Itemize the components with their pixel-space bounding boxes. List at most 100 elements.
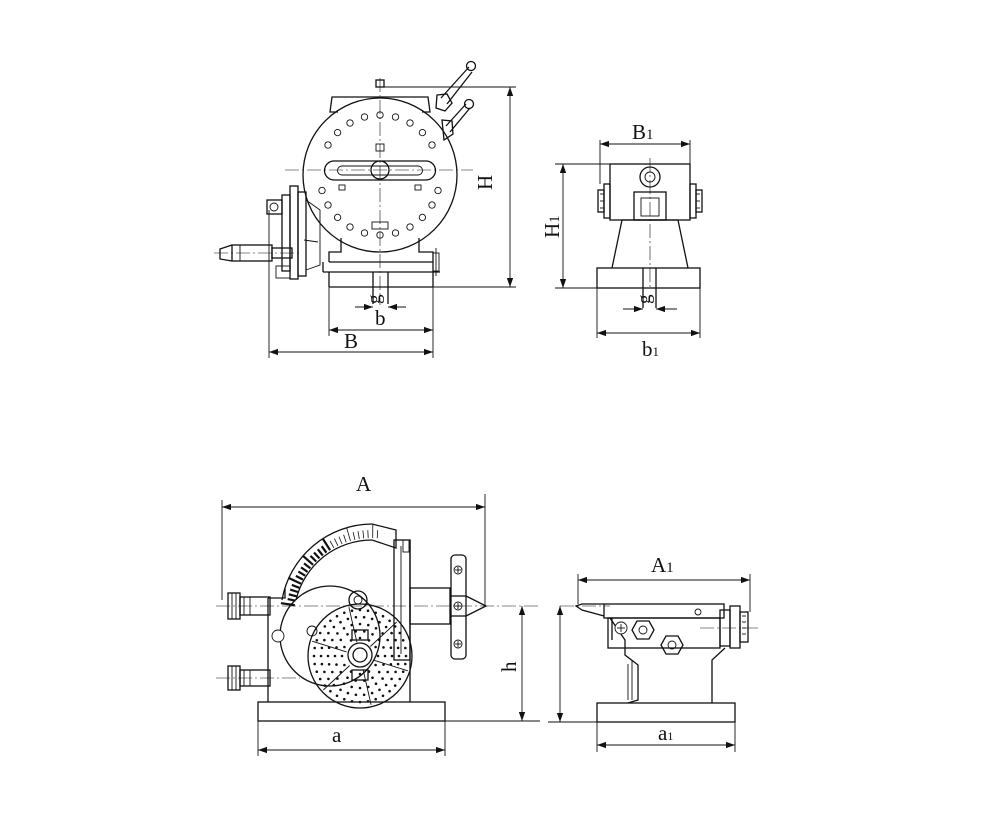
- index-dot: [318, 631, 322, 635]
- index-dot: [346, 676, 349, 679]
- scale-tick: [376, 530, 379, 539]
- plate-section-line: [322, 665, 351, 691]
- dimension-B-label: B: [344, 329, 358, 353]
- index-dot: [388, 689, 391, 693]
- index-dot: [327, 631, 330, 635]
- scale-tick: [291, 583, 300, 589]
- index-dot: [313, 662, 317, 666]
- index-dot: [318, 677, 322, 681]
- side-index-plate: [307, 603, 413, 709]
- index-dot: [343, 663, 346, 667]
- index-dot: [393, 684, 397, 687]
- index-dot: [339, 638, 343, 642]
- index-dot: [339, 688, 342, 692]
- index-dot: [381, 694, 385, 698]
- dimension-H1-label: H1: [540, 215, 564, 238]
- index-dot: [362, 693, 366, 697]
- dimension-g2-label: g: [634, 294, 655, 304]
- dimension-h-label: h: [497, 661, 521, 672]
- index-dot: [354, 630, 358, 633]
- index-dot: [384, 683, 388, 687]
- tailstock-side-view: A1 a1: [548, 553, 760, 752]
- index-dot: [404, 646, 407, 650]
- scale-tick: [289, 588, 299, 594]
- index-dot: [404, 662, 407, 666]
- index-hole: [318, 186, 326, 195]
- index-dot: [382, 663, 385, 666]
- scale-tick: [313, 551, 321, 560]
- index-dot: [378, 688, 381, 692]
- index-dot: [388, 619, 391, 623]
- plate-section-line: [348, 607, 358, 643]
- index-dot: [320, 646, 324, 650]
- index-dot: [363, 630, 366, 633]
- index-dot: [358, 672, 362, 676]
- scale-tick: [280, 602, 295, 607]
- scale-tick: [300, 566, 309, 573]
- index-hole: [324, 201, 332, 209]
- index-hole: [418, 128, 427, 137]
- index-dot: [390, 677, 393, 681]
- plate-section-line: [369, 621, 398, 647]
- index-dot: [327, 663, 331, 666]
- index-dot: [335, 646, 338, 649]
- dimension-a1-label: a1: [658, 721, 673, 745]
- index-dot: [343, 645, 346, 649]
- index-dot: [346, 617, 350, 621]
- index-hole: [360, 113, 369, 121]
- index-dot: [390, 631, 393, 635]
- index-dot: [394, 670, 397, 674]
- scale-tick: [301, 554, 314, 566]
- plate-section-line: [362, 669, 372, 705]
- side-view: A h a: [216, 472, 540, 756]
- dimension-B1-label: B1: [632, 120, 654, 144]
- index-dot: [367, 623, 370, 627]
- index-dot: [315, 639, 319, 642]
- index-dot: [383, 654, 387, 658]
- scale-tick: [362, 530, 365, 539]
- scale-tick: [287, 576, 302, 585]
- index-dot: [335, 694, 339, 698]
- index-hole: [428, 141, 436, 149]
- index-hole: [428, 201, 436, 209]
- index-dot: [401, 670, 405, 673]
- index-dot: [362, 615, 366, 619]
- index-dot: [374, 645, 377, 649]
- index-dot: [401, 639, 405, 642]
- dimension-H-label: H: [473, 175, 497, 190]
- index-dot: [376, 654, 380, 658]
- index-dot: [366, 700, 370, 703]
- index-dot: [381, 614, 385, 618]
- index-hole: [406, 223, 414, 231]
- index-dot: [339, 620, 342, 624]
- index-dot: [382, 646, 385, 649]
- index-dot: [404, 654, 408, 658]
- index-dot: [323, 670, 326, 674]
- index-dot: [381, 677, 384, 680]
- dimension-a-label: a: [332, 723, 342, 747]
- index-hole: [406, 119, 414, 127]
- index-hole: [360, 229, 369, 237]
- dimension-A-label: A: [356, 472, 372, 496]
- index-hole: [391, 113, 400, 121]
- scale-tick: [303, 562, 311, 570]
- index-dot: [398, 677, 402, 681]
- scale-tick: [297, 570, 306, 577]
- index-dot: [390, 654, 394, 658]
- index-dot: [396, 662, 400, 666]
- index-dot: [342, 627, 346, 630]
- index-dot: [370, 617, 374, 621]
- index-dot: [358, 636, 362, 640]
- scale-tick: [352, 532, 356, 540]
- index-dot: [398, 631, 402, 635]
- index-dot: [393, 625, 397, 628]
- index-hole: [346, 223, 354, 231]
- scale-tick: [338, 536, 343, 545]
- index-dot: [354, 615, 358, 619]
- index-dot: [335, 614, 339, 618]
- index-hole: [346, 119, 354, 127]
- index-dot: [329, 689, 332, 693]
- index-dot: [374, 663, 377, 667]
- index-dot: [340, 654, 344, 658]
